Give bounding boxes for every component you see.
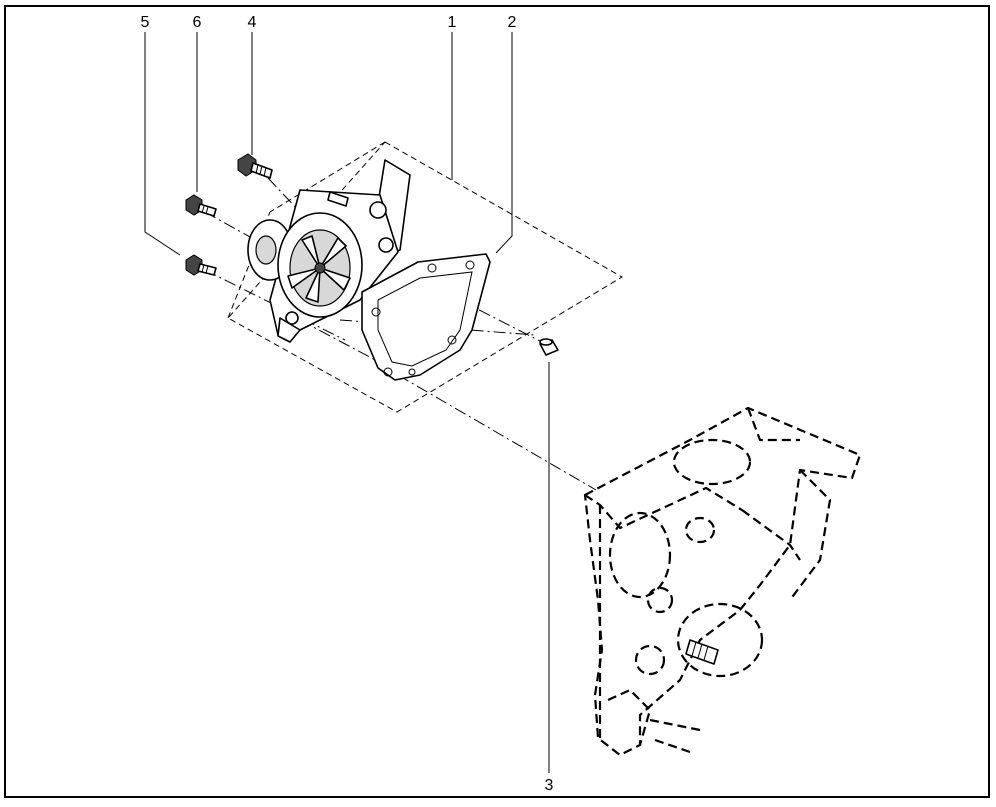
callout-label-6: 6 — [193, 14, 202, 31]
diagram-frame — [4, 5, 990, 798]
engine-block — [583, 406, 862, 757]
callout-label-2: 2 — [508, 14, 517, 31]
callout-label-4: 4 — [248, 14, 257, 31]
leader-lines — [144, 32, 550, 773]
dowel-pin — [539, 338, 559, 356]
bolt-4 — [237, 153, 273, 179]
impeller — [287, 235, 351, 303]
callout-label-5: 5 — [141, 14, 150, 31]
gasket — [361, 253, 491, 381]
bolt-6 — [185, 194, 217, 217]
water-pump — [247, 159, 411, 343]
leader-line-5 — [144, 32, 181, 256]
callout-label-1: 1 — [448, 14, 457, 31]
leader-line-2 — [495, 32, 513, 254]
bolt-5 — [185, 254, 217, 276]
callout-label-3: 3 — [545, 777, 554, 794]
